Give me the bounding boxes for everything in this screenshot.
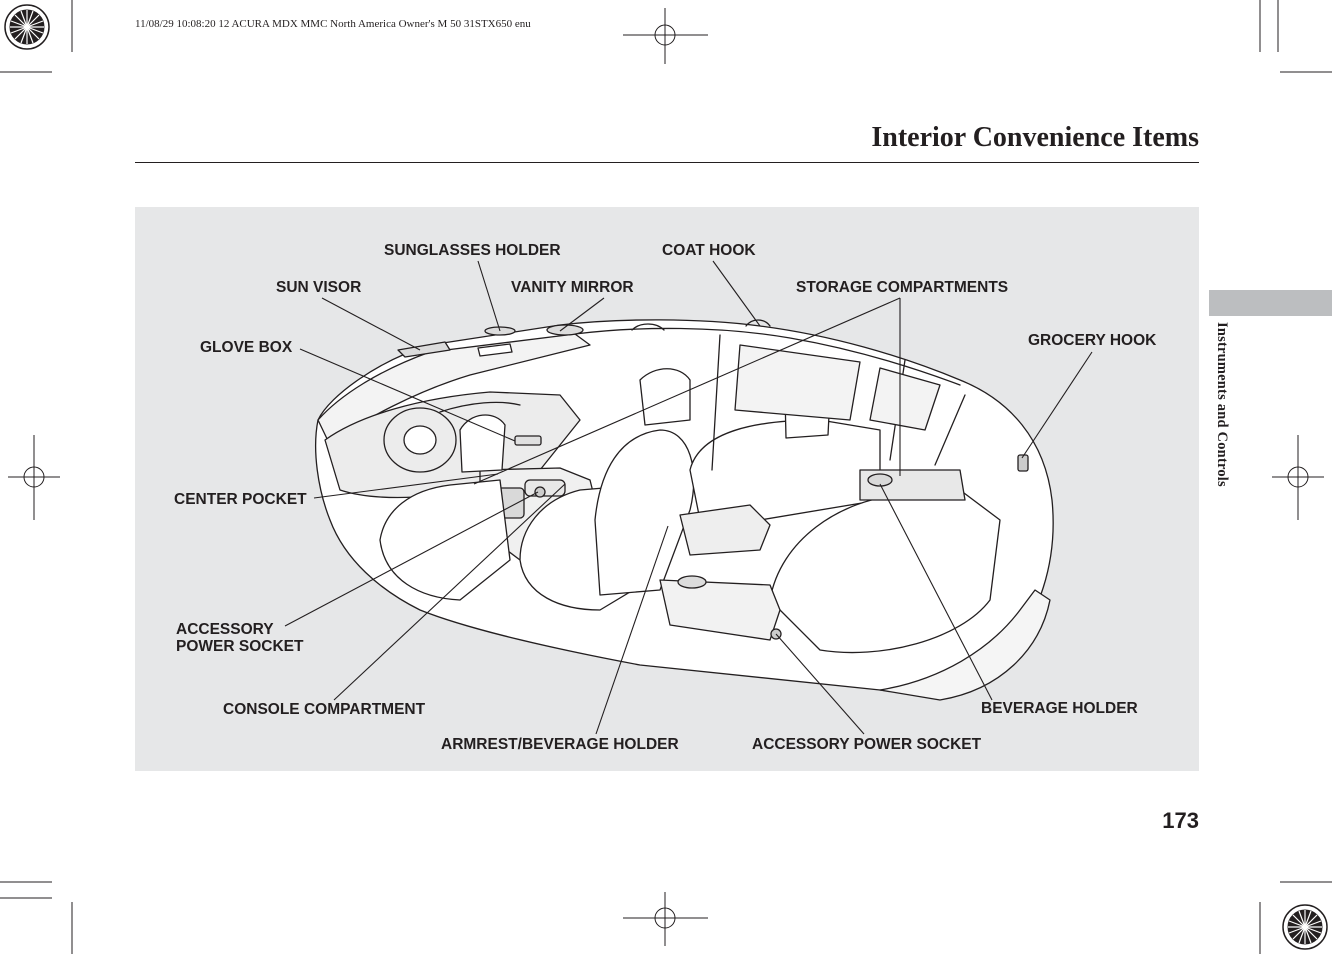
label-sun-visor: SUN VISOR xyxy=(276,279,362,296)
label-beverage-holder: BEVERAGE HOLDER xyxy=(981,700,1138,717)
label-center-pocket: CENTER POCKET xyxy=(174,491,307,508)
print-header: 11/08/29 10:08:20 12 ACURA MDX MMC North… xyxy=(135,18,531,30)
label-coat-hook: COAT HOOK xyxy=(662,242,756,259)
label-grocery-hook: GROCERY HOOK xyxy=(1028,332,1157,349)
section-tab-label: Instruments and Controls xyxy=(1214,322,1230,487)
page-number: 173 xyxy=(1162,808,1199,833)
label-sunglasses-holder: SUNGLASSES HOLDER xyxy=(384,242,561,259)
label-storage-compartments: STORAGE COMPARTMENTS xyxy=(796,279,1009,296)
title-rule xyxy=(135,162,1199,163)
label-console-compartment: CONSOLE COMPARTMENT xyxy=(223,701,426,718)
section-tab-marker xyxy=(1209,290,1332,316)
label-accessory-power-socket-rear: ACCESSORY POWER SOCKET xyxy=(752,736,982,753)
label-accessory-power-socket-front-line1: ACCESSORY xyxy=(176,621,274,638)
label-armrest-beverage-holder: ARMREST/BEVERAGE HOLDER xyxy=(441,736,679,753)
label-accessory-power-socket-front-line2: POWER SOCKET xyxy=(176,638,304,655)
label-accessory-power-socket-front: ACCESSORY POWER SOCKET xyxy=(176,621,303,655)
page-title: Interior Convenience Items xyxy=(871,122,1199,153)
label-vanity-mirror: VANITY MIRROR xyxy=(511,279,634,296)
label-glove-box: GLOVE BOX xyxy=(200,339,293,356)
